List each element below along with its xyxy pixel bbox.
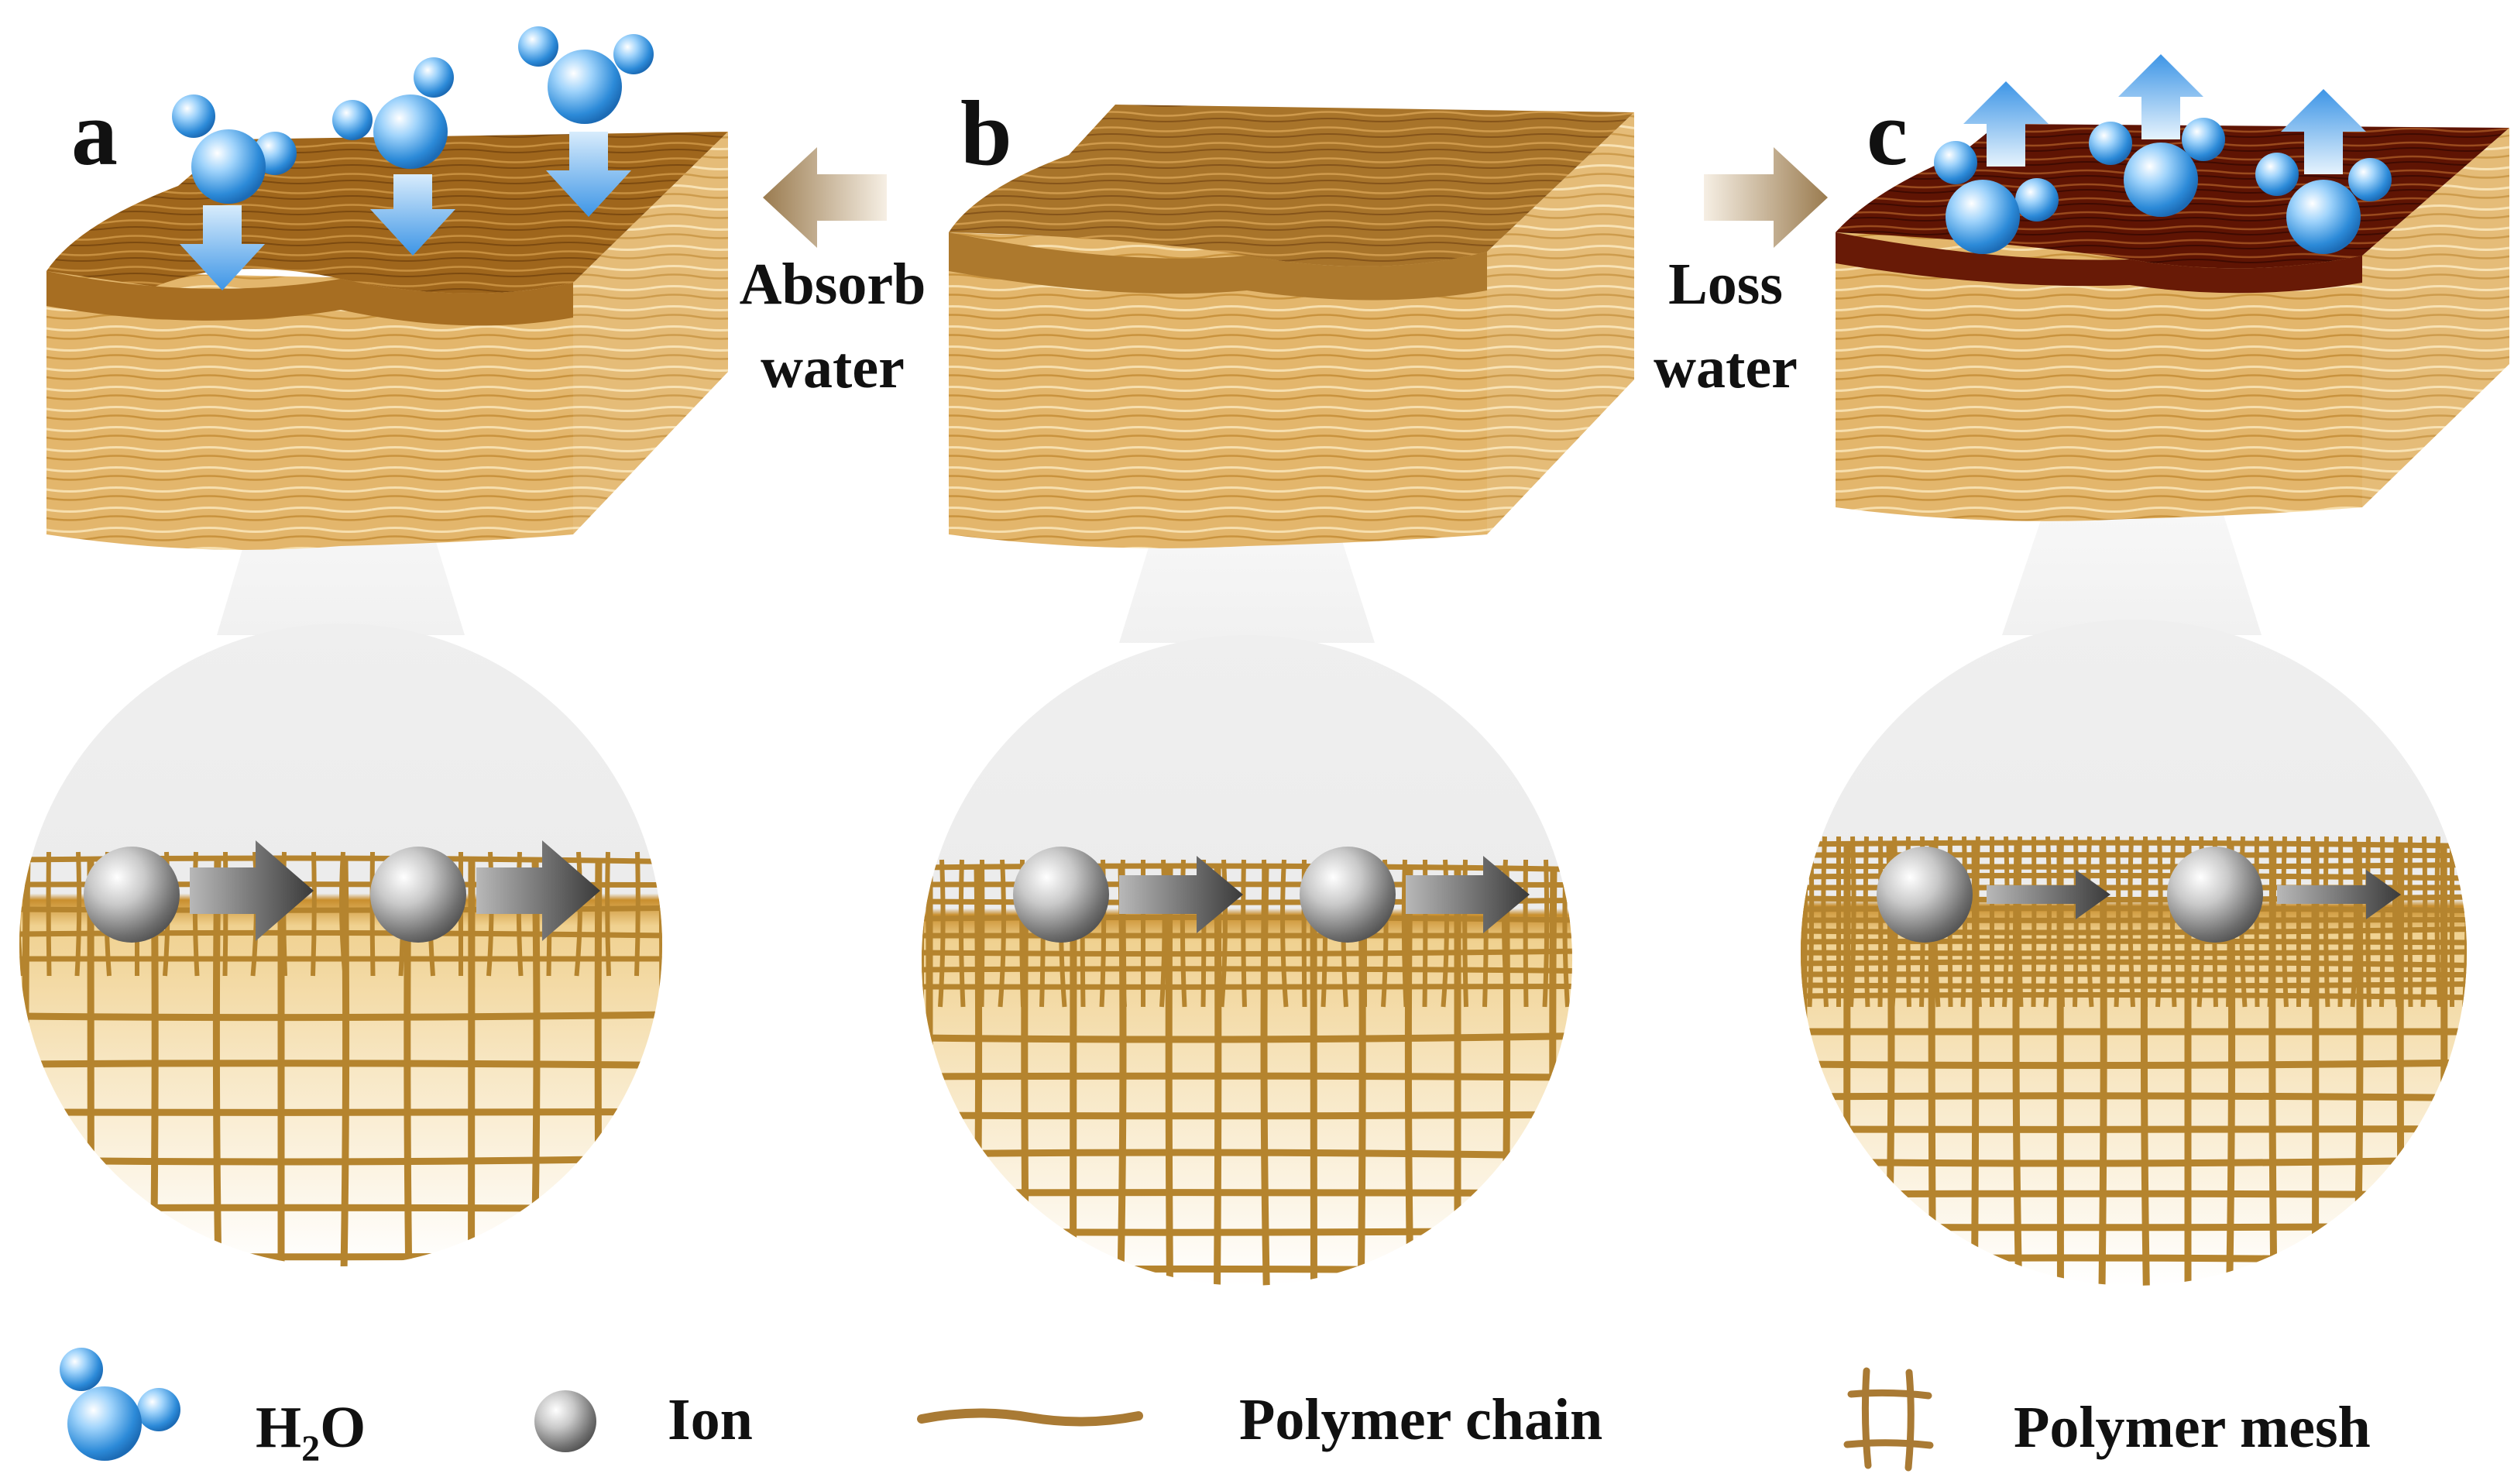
ion-arrow-medium [1406,856,1530,933]
block-b [949,105,1634,548]
legend-water-label: H2O [256,1395,366,1469]
ion-icon [1877,847,1973,943]
panel-letter-a: a [71,81,118,184]
water-molecule-icon [2089,118,2225,217]
down-arrow-icon [546,132,631,217]
absorb-label-line2: water [761,335,905,400]
ion-arrow-medium [1119,856,1243,933]
water-molecule-icon [518,26,654,124]
loss-arrow-icon [1704,147,1828,248]
ion-arrow-large [190,840,314,941]
ion-icon [1013,847,1109,943]
legend-polymer-mesh-icon [1843,1367,1934,1472]
legend-polymer-chain-icon [917,1408,1143,1427]
legend-ion-icon [534,1390,596,1452]
legend-water-icon [60,1348,180,1461]
ion-arrow-large [476,840,600,941]
zoom-circle-c [1801,620,2467,1286]
absorb-label-line1: Absorb [740,252,926,317]
legend-polymer-mesh-label: Polymer mesh [2014,1395,2371,1460]
up-arrow-icon [1963,81,2049,167]
ion-arrow-small [2277,870,2401,919]
legend-ion-label: Ion [668,1387,753,1452]
ion-icon [2167,847,2263,943]
loss-label-line1: Loss [1668,252,1783,317]
water-molecule-icon [1934,141,2059,254]
ions-b [1013,847,1530,943]
water-molecules-c [1934,54,2392,254]
up-arrow-icon [2118,54,2203,139]
block-a [46,132,728,550]
legend-polymer-chain-label: Polymer chain [1239,1387,1602,1452]
legend: H2O Ion Polymer chain Polymer mesh [60,1348,2371,1472]
ions-a [84,840,600,943]
absorb-arrow-icon [763,147,887,248]
down-arrow-icon [370,174,455,256]
up-arrow-icon [2281,89,2366,174]
panel-letter-c: c [1867,81,1908,184]
ion-icon [1300,847,1396,943]
water-molecule-icon [172,94,297,204]
panel-letter-b: b [960,81,1012,184]
zoom-circle-b [922,635,1572,1286]
ion-arrow-small [1987,870,2110,919]
loss-label-line2: water [1654,335,1798,400]
water-molecule-icon [332,57,454,169]
ion-icon [370,847,466,943]
ion-icon [84,847,180,943]
down-arrow-icon [180,205,265,290]
water-molecules-a [172,26,654,290]
zoom-circle-a [19,623,662,1266]
ions-c [1877,847,2401,943]
water-molecule-icon [2255,153,2392,254]
